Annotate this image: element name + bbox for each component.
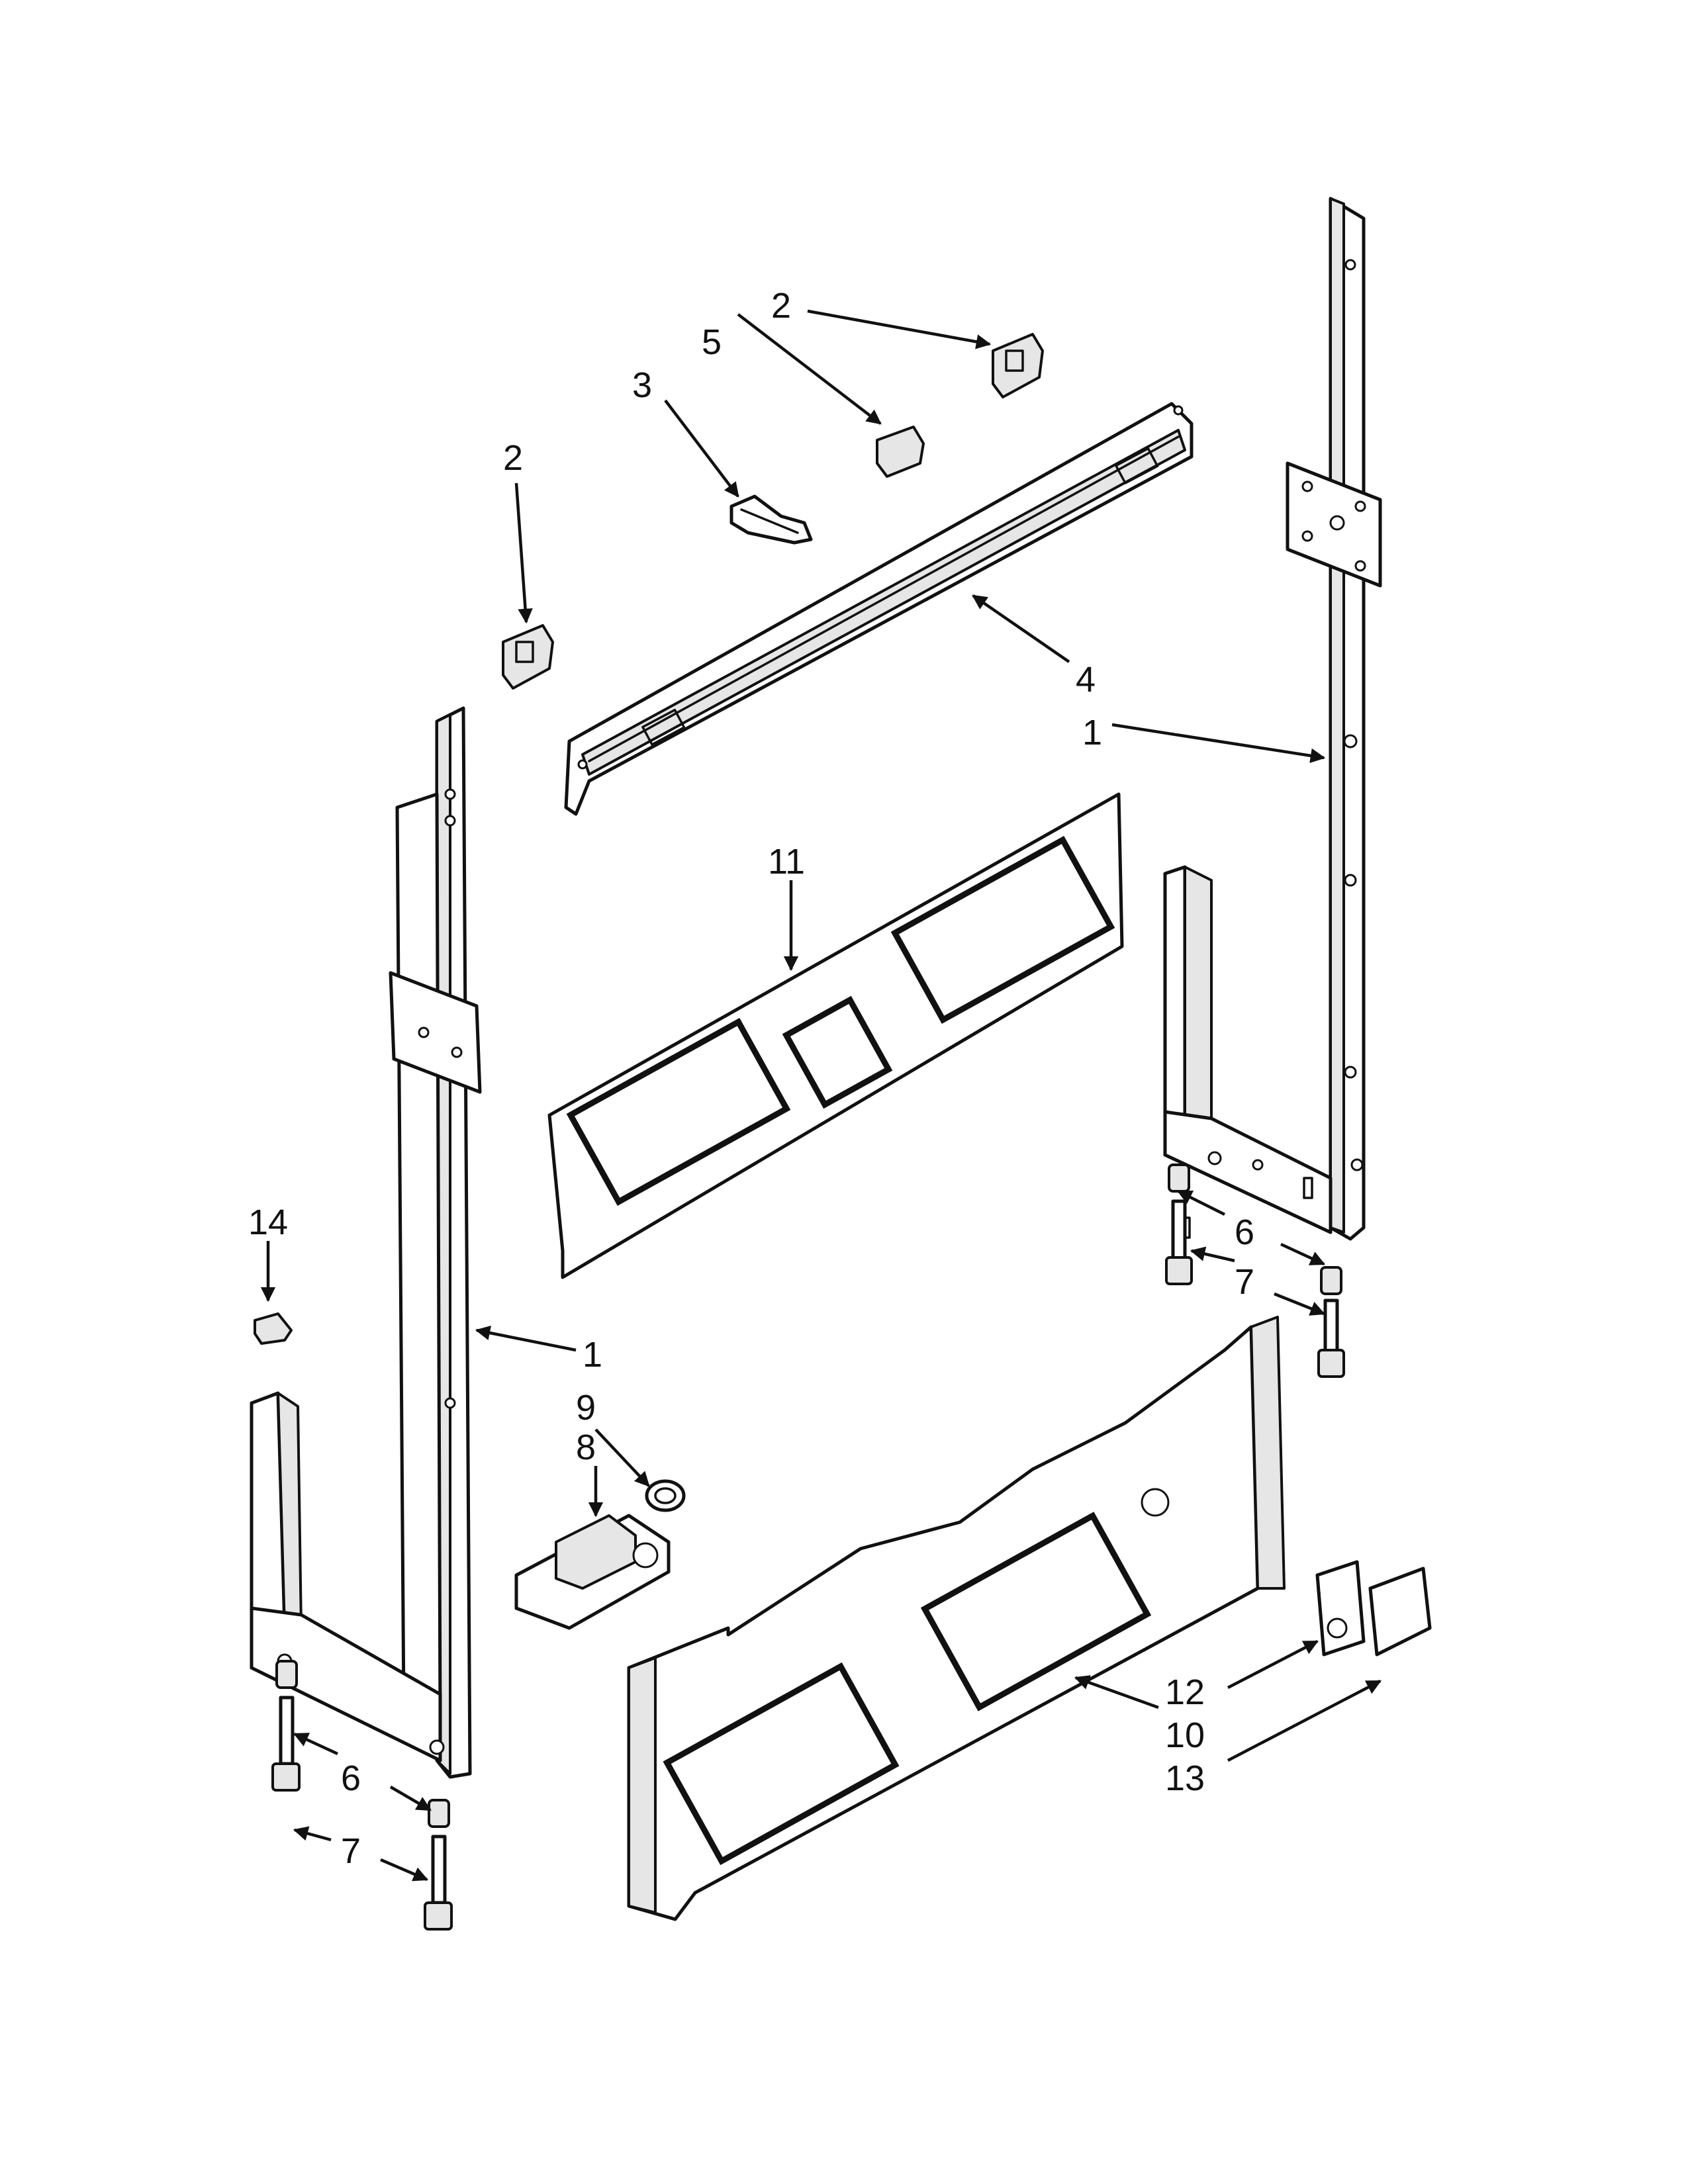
right-lower-frame [1163,865,1333,1239]
leader-lines [260,309,1382,1882]
bottom-kick-panel [627,1316,1286,1921]
callout-11: 11 [768,842,805,882]
cover-13 [1368,1567,1432,1657]
left-side-rail [389,706,482,1779]
callout-8: 8 [576,1428,596,1467]
callout-2-left: 2 [503,438,523,478]
callout-12: 12 [1165,1672,1205,1712]
callout-13: 13 [1165,1758,1205,1798]
callout-labels: 2 5 3 2 4 1 11 14 1 9 8 6 7 12 10 13 6 7 [248,286,1254,1871]
callout-14: 14 [248,1203,288,1242]
callout-10: 10 [1165,1715,1205,1755]
valve-8 [514,1514,671,1630]
ring-9 [645,1479,686,1512]
callout-9: 9 [576,1388,596,1428]
callout-1-left: 1 [583,1335,602,1375]
callout-6-right: 6 [1235,1212,1254,1252]
callout-2-top: 2 [771,286,791,326]
callout-3: 3 [632,365,652,405]
clip-2-top [992,333,1044,398]
top-cross-rail [564,402,1194,816]
callout-6-left: 6 [341,1758,361,1798]
plate-3 [729,494,813,545]
middle-panel [547,792,1124,1279]
right-side-rail [1286,197,1382,1241]
bracket-5 [876,426,925,478]
leg-right-outer [1317,1266,1345,1378]
left-lower-frame [250,1391,445,1762]
callout-7-left: 7 [341,1831,361,1871]
callout-1-right: 1 [1082,713,1102,752]
leg-right-inner [1165,1163,1193,1285]
callout-7-right: 7 [1235,1262,1254,1302]
callout-4: 4 [1076,660,1096,700]
leg-left-outer [424,1799,453,1931]
cap-14 [254,1312,293,1345]
callout-5: 5 [702,322,722,362]
leg-left-inner [271,1660,301,1792]
switch-12 [1315,1560,1366,1657]
clip-2-left [502,624,554,690]
